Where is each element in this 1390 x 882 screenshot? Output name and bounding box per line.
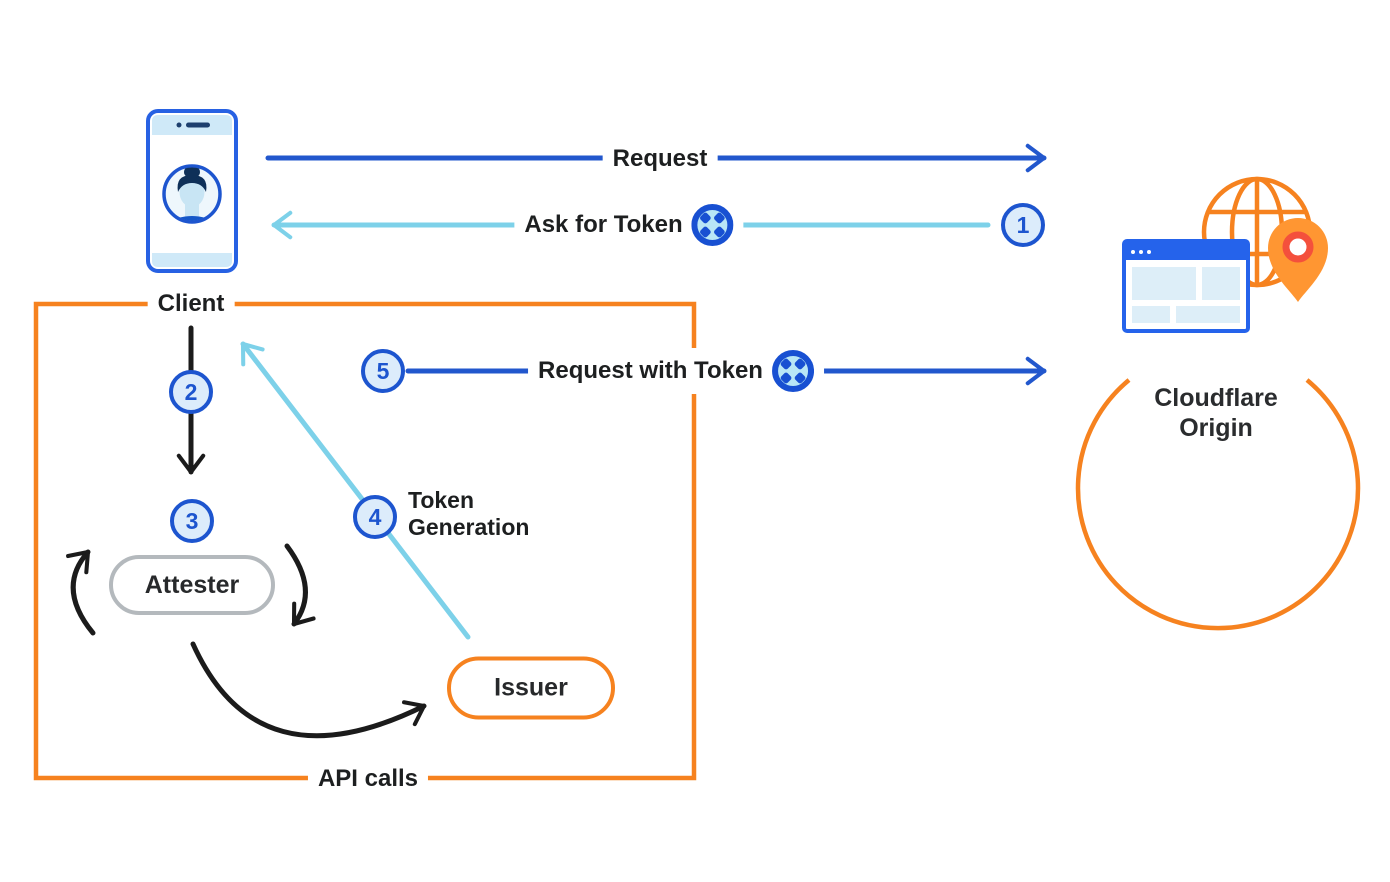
- browser-window-icon: [1122, 239, 1250, 333]
- attester-loop-left-arrow: [66, 549, 96, 636]
- client-label: Client: [147, 288, 235, 320]
- avatar-person: [165, 167, 219, 221]
- attester-node: Attester: [109, 555, 275, 615]
- phone-camera-dot: [176, 122, 182, 128]
- origin-circle: [1075, 378, 1361, 631]
- step-badge-1: 1: [1001, 203, 1045, 247]
- request-with-token-label: Request with Token: [538, 357, 763, 384]
- location-pin-icon: [1268, 218, 1328, 302]
- token-generation-label: Token Generation: [408, 487, 530, 540]
- step-badge-2: 2: [169, 370, 213, 414]
- cloudflare-origin-label: Cloudflare Origin: [1154, 384, 1278, 442]
- token-icon: [691, 204, 734, 246]
- issuer-node: Issuer: [447, 656, 615, 720]
- cloudflare-origin-icon: [1122, 176, 1328, 333]
- step-badge-4: 4: [353, 495, 397, 539]
- step-badge-5: 5: [361, 349, 405, 393]
- token-icon: [771, 350, 814, 392]
- api-calls-label: API calls: [307, 763, 429, 795]
- ask-for-token-label: Ask for Token: [524, 211, 683, 238]
- token-generation-arrow: [240, 341, 471, 640]
- request-label: Request: [602, 143, 718, 175]
- step-badge-3: 3: [170, 499, 214, 543]
- ask-for-token-label-group: Ask for Token: [514, 202, 744, 248]
- phone-speaker: [186, 122, 210, 128]
- request-with-token-label-group: Request with Token: [528, 348, 824, 394]
- client-phone-icon: [146, 109, 238, 273]
- attester-loop-right-arrow: [284, 543, 316, 627]
- attester-to-issuer-arrow: [190, 641, 427, 739]
